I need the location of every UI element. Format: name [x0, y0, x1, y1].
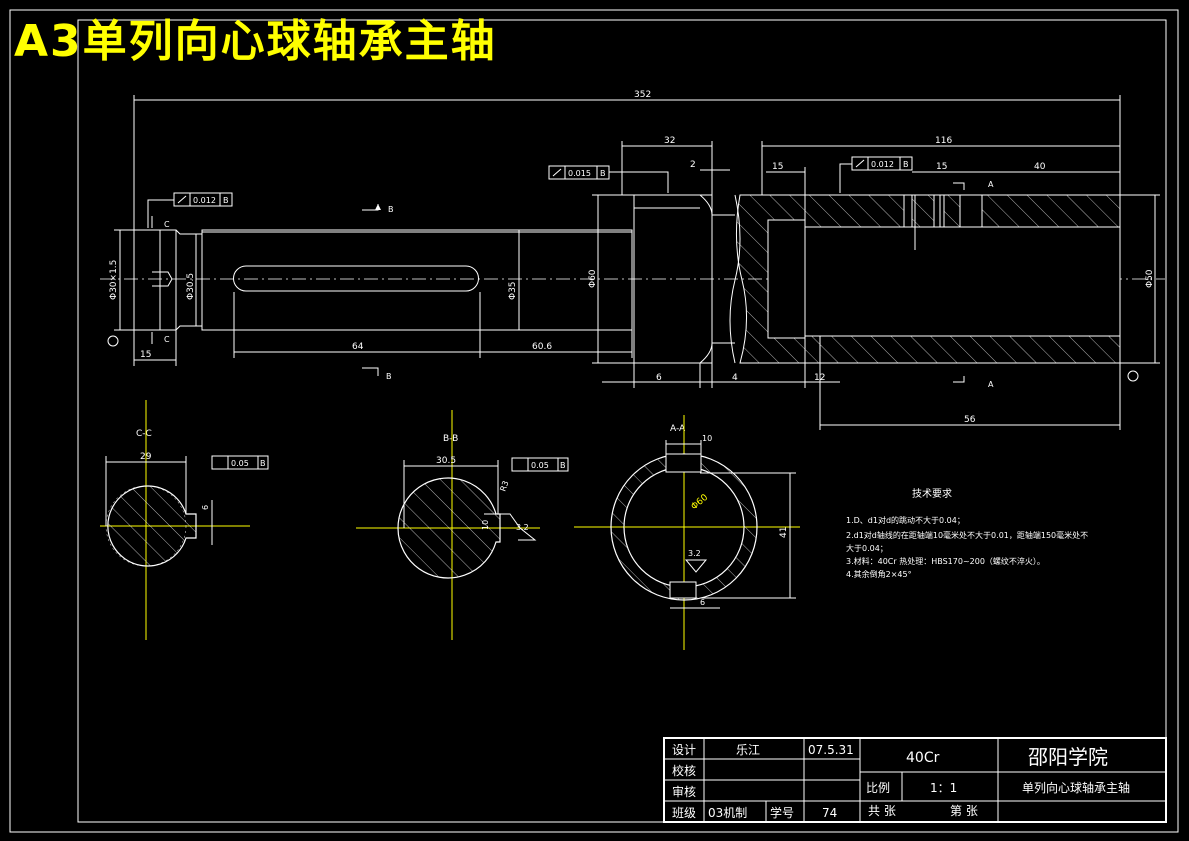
tb-sheets-total: 共 张 — [868, 804, 896, 818]
tb-review-label: 审核 — [672, 784, 696, 799]
cut-label-b-bottom: B — [386, 372, 392, 381]
gdt-frame-2: 0.015 B — [548, 165, 669, 193]
tb-date: 07.5.31 — [808, 743, 854, 757]
section-cc-label: C-C — [136, 429, 152, 439]
cc-datum: B — [260, 459, 266, 468]
dim-bore-step: 15 — [772, 162, 783, 172]
dim-end-length: 56 — [964, 415, 976, 425]
technical-requirements: 技术要求 1.D、d1对d的跳动不大于0.04； 2.d1对d轴线的在距轴端10… — [846, 487, 1088, 579]
dim-dia-bore: Φ50 — [1145, 269, 1155, 288]
cc-slot: 6 — [201, 505, 210, 510]
dim-hub-length: 32 — [664, 136, 675, 146]
cut-label-a-bottom: A — [988, 380, 994, 389]
note-3: 大于0.04； — [846, 543, 888, 553]
note-5: 4.其余倒角2×45° — [846, 569, 912, 579]
dim-dia-end: Φ30.5 — [186, 273, 196, 300]
aa-rough: 3.2 — [688, 549, 701, 558]
tb-designer: 乐江 — [736, 743, 760, 757]
gdt-frame-3: 0.012 B — [839, 156, 913, 193]
section-cc: C-C 29 0.05 B 6 — [100, 400, 269, 640]
cut-label-b-top: B — [388, 205, 394, 214]
aa-low: 6 — [700, 598, 705, 607]
dim-shaft-length: 60.6 — [532, 342, 552, 352]
aa-slot-width: 10 — [702, 434, 712, 443]
gdt2-value: 0.015 — [568, 169, 591, 178]
note-2: 2.d1对d轴线的在距轴端10毫米处不大于0.01，距轴端150毫米处不 — [846, 530, 1088, 540]
tb-check-label: 校核 — [672, 763, 696, 778]
bb-datum: B — [560, 461, 566, 470]
note-4: 3.材料：40Cr 热处理：HBS170~200（螺纹不淬火）。 — [846, 556, 1045, 566]
section-aa: A-A 10 Φ60 41 3.2 6 — [574, 415, 800, 650]
gdt3-value: 0.012 — [871, 160, 894, 169]
dim-end-left: 15 — [140, 350, 151, 360]
gdt1-datum: B — [223, 196, 229, 205]
dim-dia-hub: Φ60 — [588, 269, 598, 288]
tb-school: 邵阳学院 — [1028, 745, 1108, 769]
dim-keyway-pos: 15 — [936, 162, 947, 172]
gdt3-datum: B — [903, 160, 909, 169]
note-1: 1.D、d1对d的跳动不大于0.04； — [846, 515, 965, 525]
section-bb: B-B 30.5 0.05 B 3.2 10 R3 — [356, 410, 569, 640]
tb-part-name: 单列向心球轴承主轴 — [1022, 780, 1130, 795]
drawing-title: A3单列向心球轴承主轴 — [14, 16, 497, 67]
cc-width: 29 — [140, 452, 152, 462]
tb-class-label: 班级 — [672, 806, 696, 820]
bb-slot: 10 — [481, 520, 490, 530]
tb-id-label: 学号 — [770, 805, 794, 820]
gdt1-value: 0.012 — [193, 196, 216, 205]
dim-keyway-len: 40 — [1034, 162, 1046, 172]
tb-scale-label: 比例 — [866, 781, 890, 795]
cut-label-c-top: C — [164, 220, 170, 229]
dim-overall-length: 352 — [634, 90, 651, 100]
main-dimensions: 352 32 2 116 15 15 40 64 60.6 6 — [107, 90, 1160, 430]
tb-design-label: 设计 — [672, 743, 696, 757]
aa-height: 41 — [779, 527, 789, 538]
cut-label-a-top: A — [988, 180, 994, 189]
dim-shoulder-b: 4 — [732, 373, 738, 383]
dim-dia-key: Φ35 — [508, 281, 518, 300]
gdt-frame-1: 0.012 B — [147, 192, 233, 228]
section-aa-label: A-A — [670, 424, 686, 434]
title-block: 设计 乐江 07.5.31 校核 审核 班级 03机制 学号 74 40Cr 邵… — [663, 737, 1167, 823]
notes-heading: 技术要求 — [912, 487, 952, 500]
dim-key-length: 64 — [352, 342, 364, 352]
tb-sheet-no: 第 张 — [950, 804, 978, 818]
tb-scale: 1：1 — [930, 781, 957, 795]
cut-label-c-bottom: C — [164, 335, 170, 344]
bb-r: R3 — [498, 480, 510, 493]
main-shaft-view: B B A A C C — [100, 180, 1165, 389]
outer-border — [9, 9, 1179, 833]
section-bb-label: B-B — [443, 434, 458, 444]
cc-tol: 0.05 — [231, 459, 249, 468]
gdt2-datum: B — [600, 169, 606, 178]
dim-bore-depth: 116 — [935, 136, 952, 146]
inner-border — [77, 19, 1167, 823]
dim-groove: 2 — [690, 160, 696, 170]
tb-material: 40Cr — [906, 750, 940, 766]
dim-dia-thread: Φ30×1.5 — [109, 260, 119, 300]
bb-width: 30.5 — [436, 456, 456, 466]
tb-class-value: 03机制 — [708, 806, 747, 820]
bb-tol: 0.05 — [531, 461, 549, 470]
dim-shoulder-a: 6 — [656, 373, 662, 383]
bb-rough: 3.2 — [516, 523, 529, 532]
tb-id-value: 74 — [822, 806, 837, 820]
